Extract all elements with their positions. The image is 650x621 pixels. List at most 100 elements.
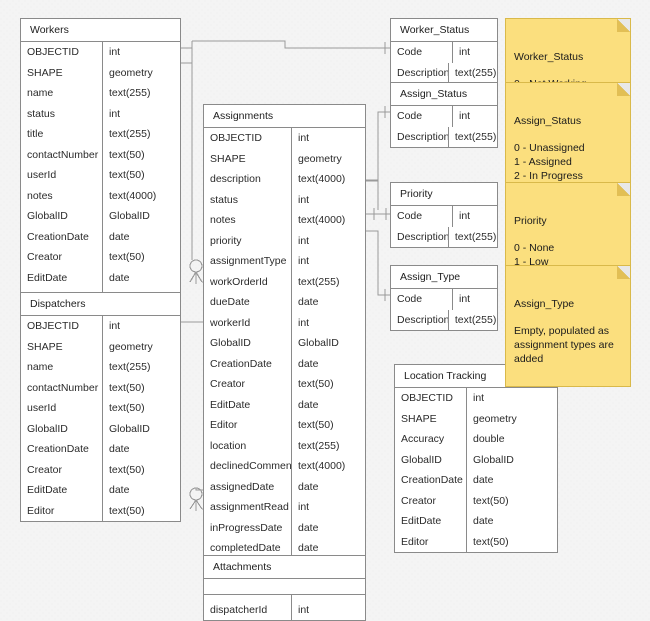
- field-type: text(255): [454, 230, 497, 243]
- field-name: Editor: [21, 500, 103, 521]
- field-name: assignmentType: [204, 251, 292, 272]
- field-name: Code: [391, 289, 453, 310]
- table-row-empty: [204, 579, 365, 594]
- table-title-priority: Priority: [391, 183, 497, 206]
- field-name: title: [21, 124, 103, 145]
- field-name: notes: [204, 210, 292, 231]
- field-type: text(255): [454, 313, 497, 326]
- field-type: int: [109, 107, 121, 120]
- field-name: EditDate: [21, 480, 103, 501]
- field-name: CreationDate: [395, 470, 467, 491]
- field-type: text(50): [298, 419, 334, 431]
- field-name: userId: [21, 398, 103, 419]
- field-name: Creator: [204, 374, 292, 395]
- field-type: int: [473, 392, 485, 404]
- field-type: text(255): [454, 66, 497, 79]
- field-type: date: [298, 296, 319, 308]
- table-title-attachments: Attachments: [204, 556, 365, 579]
- table-row: CreationDate date: [395, 470, 557, 491]
- field-type: date: [109, 443, 130, 455]
- field-name: [204, 579, 292, 594]
- table-title-workers: Workers: [21, 19, 180, 42]
- field-type: text(50): [109, 251, 145, 263]
- field-name: priority: [204, 230, 292, 251]
- field-name: OBJECTID: [395, 388, 467, 409]
- field-name: GlobalID: [21, 206, 103, 227]
- note-body-assign-type: Empty, populated as assignment types are…: [514, 325, 614, 365]
- table-row: GlobalID GlobalID: [395, 449, 557, 470]
- table-title-assignments: Assignments: [204, 105, 365, 128]
- field-type: text(4000): [298, 460, 346, 472]
- field-type: date: [473, 474, 494, 486]
- field-type: int: [298, 501, 310, 513]
- field-type: int: [459, 46, 471, 58]
- note-title-assign-type: Assign_Type: [514, 298, 575, 311]
- field-type: int: [298, 132, 310, 144]
- field-name: status: [204, 189, 292, 210]
- note-fold-icon: [617, 183, 630, 196]
- field-name: userId: [21, 165, 103, 186]
- field-type: geometry: [109, 340, 153, 353]
- field-name: contactNumber: [21, 377, 103, 398]
- field-type: text(50): [473, 535, 509, 548]
- field-name: description: [204, 169, 292, 190]
- field-type: text(255): [109, 87, 151, 99]
- field-name: Creator: [395, 490, 467, 511]
- field-name: Description: [391, 126, 449, 147]
- field-type: text(50): [109, 463, 145, 476]
- field-name: Description: [391, 309, 449, 330]
- field-type: text(255): [109, 361, 151, 373]
- field-type: GlobalID: [473, 453, 514, 466]
- field-type: GlobalID: [298, 337, 339, 349]
- field-name: GlobalID: [395, 449, 467, 470]
- field-type: double: [473, 433, 505, 445]
- field-name: SHAPE: [204, 148, 292, 169]
- field-type: int: [459, 210, 471, 222]
- field-name: notes: [21, 185, 103, 206]
- field-name: name: [21, 357, 103, 378]
- field-type: int: [298, 255, 310, 267]
- note-assign-type[interactable]: Assign_Type Empty, populated as assignme…: [505, 265, 631, 387]
- field-name: GlobalID: [21, 418, 103, 439]
- note-fold-icon: [617, 266, 630, 279]
- field-type: int: [298, 234, 310, 247]
- field-name: CreationDate: [21, 439, 103, 460]
- table-title-worker-status: Worker_Status: [391, 19, 497, 42]
- table-attachments[interactable]: Attachments: [203, 555, 366, 595]
- field-type: date: [109, 230, 130, 243]
